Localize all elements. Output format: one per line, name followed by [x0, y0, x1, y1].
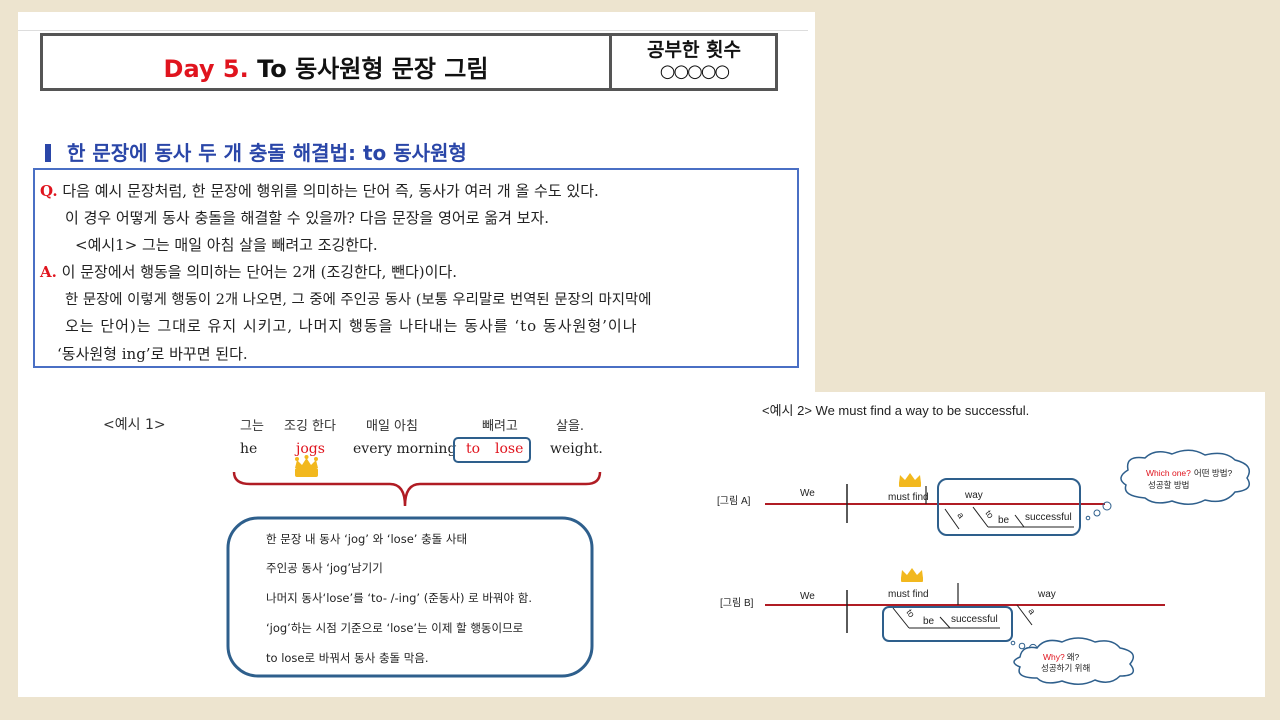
section-heading-text: 한 문장에 동사 두 개 충돌 해결법: to 동사원형	[67, 141, 467, 165]
korean-word: 그는	[240, 419, 264, 434]
thought-dot	[1093, 509, 1101, 517]
to: to	[983, 508, 996, 520]
sentence-diagrams: <예시 2> We must find a way to be successf…	[717, 403, 1250, 685]
note-line: 나머지 동사‘lose’를 ‘to- /-ing’ (준동사) 로 바꿔야 함.	[266, 591, 532, 605]
thought-dot	[1085, 515, 1091, 521]
object: way	[964, 490, 983, 501]
complement: successful	[1025, 512, 1072, 523]
english-word-lose: lose	[495, 441, 524, 457]
be: be	[923, 616, 935, 627]
korean-word: 살을.	[556, 419, 585, 434]
title-table: Day 5. To 동사원형 문장 그림 공부한 횟수 ○○○○○	[40, 33, 778, 91]
example1-label: <예시 1>	[103, 417, 166, 433]
article-line	[1016, 604, 1033, 626]
section-heading: 한 문장에 동사 두 개 충돌 해결법: to 동사원형	[45, 137, 467, 166]
figure-a: [그림 A] We must find way a to be successf…	[717, 449, 1250, 536]
note-line: 한 문장 내 동사 ‘jog’ 와 ‘lose’ 충돌 사태	[266, 532, 468, 546]
figure-a-label: [그림 A]	[717, 495, 751, 507]
infinitive-line	[972, 506, 989, 528]
bubble-ko: 성공할 방법	[1148, 480, 1189, 490]
korean-word: 빼려고	[482, 419, 518, 434]
english-word: he	[240, 441, 258, 457]
page-title: Day 5. To 동사원형 문장 그림	[43, 49, 609, 84]
verb: must find	[888, 589, 929, 600]
bubble-text: Why?왜?	[1043, 652, 1080, 662]
crown-icon	[901, 568, 923, 582]
thought-cloud	[1013, 637, 1135, 685]
thought-dot	[1102, 501, 1112, 511]
bubble-ko: 성공하기 위해	[1041, 663, 1090, 673]
note-line: ‘jog’하는 시점 기준으로 ‘lose’는 이제 할 행동이므로	[266, 621, 524, 635]
bubble-en: Why?	[1043, 652, 1065, 662]
title-text: To 동사원형 문장 그림	[257, 55, 489, 83]
bubble-text: Which one?어떤 방법?	[1146, 468, 1233, 478]
a-line: 이 문장에서 행동을 의미하는 단어는 2개 (조깅한다, 뺀다)이다.	[61, 263, 458, 281]
curly-brace	[232, 471, 602, 507]
q-mark: Q.	[40, 182, 58, 200]
english-word: every morning	[353, 441, 457, 457]
complement-line	[1014, 514, 1025, 528]
q-line: 이 경우 어떻게 동사 충돌을 해결할 수 있을까? 다음 문장을 영어로 옮겨…	[65, 209, 550, 227]
bubble-ko: 왜?	[1067, 652, 1080, 662]
english-word-main-verb: jogs	[296, 441, 325, 457]
figure-b: [그림 B] We must find way a to be successf…	[720, 568, 1165, 685]
qa-box: Q. 다음 예시 문장처럼, 한 문장에 행위를 의미하는 단어 즉, 동사가 …	[33, 168, 799, 368]
subject: We	[800, 591, 815, 602]
study-count-cell: 공부한 횟수 ○○○○○	[613, 39, 775, 83]
q-line: 다음 예시 문장처럼, 한 문장에 행위를 의미하는 단어 즉, 동사가 여러 …	[62, 182, 599, 200]
thought-dot	[1010, 640, 1016, 646]
explanation-box	[226, 516, 594, 678]
study-count-label: 공부한 횟수	[646, 39, 741, 61]
verb: must find	[888, 492, 929, 503]
complement-line	[939, 616, 951, 629]
korean-word: 조깅 한다	[284, 419, 336, 434]
table-divider	[609, 36, 612, 88]
study-count-circles: ○○○○○	[659, 61, 731, 82]
korean-word: 매일 아침	[366, 419, 418, 434]
a-line: 오는 단어)는 그대로 유지 시키고, 나머지 행동을 나타내는 동사를 ‘to…	[65, 317, 638, 335]
a-line: ‘동사원형 ing’로 바꾸면 된다.	[57, 345, 248, 363]
subject: We	[800, 488, 815, 499]
example2-panel: <예시 2> We must find a way to be successf…	[700, 392, 1265, 697]
be: be	[998, 515, 1010, 526]
article: a	[1026, 606, 1037, 616]
note-line: 주인공 동사 ‘jog’남기기	[266, 561, 383, 575]
to: to	[904, 607, 917, 619]
page-top-rule	[18, 30, 808, 31]
a-mark: A.	[40, 263, 57, 281]
object: way	[1037, 589, 1056, 600]
example1-graphics	[226, 455, 602, 678]
english-word-to: to	[466, 441, 481, 457]
heading-bar-icon	[45, 144, 51, 162]
bubble-en: Which one?	[1146, 468, 1191, 478]
crown-icon	[899, 473, 921, 487]
q-line: <예시1> 그는 매일 아침 살을 빼려고 조깅한다.	[75, 236, 378, 254]
modifier-box	[882, 606, 1013, 642]
thought-cloud	[1120, 449, 1250, 505]
thought-dot	[1018, 642, 1026, 650]
article: a	[955, 510, 966, 520]
to-lose-box	[453, 437, 531, 463]
example2-label: <예시 2> We must find a way to be successf…	[762, 403, 1029, 418]
modifier-box	[937, 478, 1081, 536]
note-line: to lose로 바꿔서 동사 충돌 막음.	[266, 651, 429, 665]
document-page	[18, 12, 815, 697]
bubble-ko: 어떤 방법?	[1194, 468, 1233, 478]
english-word: weight.	[550, 441, 603, 457]
crown-icon	[295, 455, 318, 477]
title-day: Day 5.	[163, 55, 249, 83]
infinitive-line	[892, 607, 910, 629]
a-line: 한 문장에 이렇게 행동이 2개 나오면, 그 중에 주인공 동사 (보통 우리…	[65, 292, 652, 308]
complement: successful	[951, 614, 998, 625]
article-line	[944, 508, 960, 530]
figure-b-label: [그림 B]	[720, 597, 754, 609]
